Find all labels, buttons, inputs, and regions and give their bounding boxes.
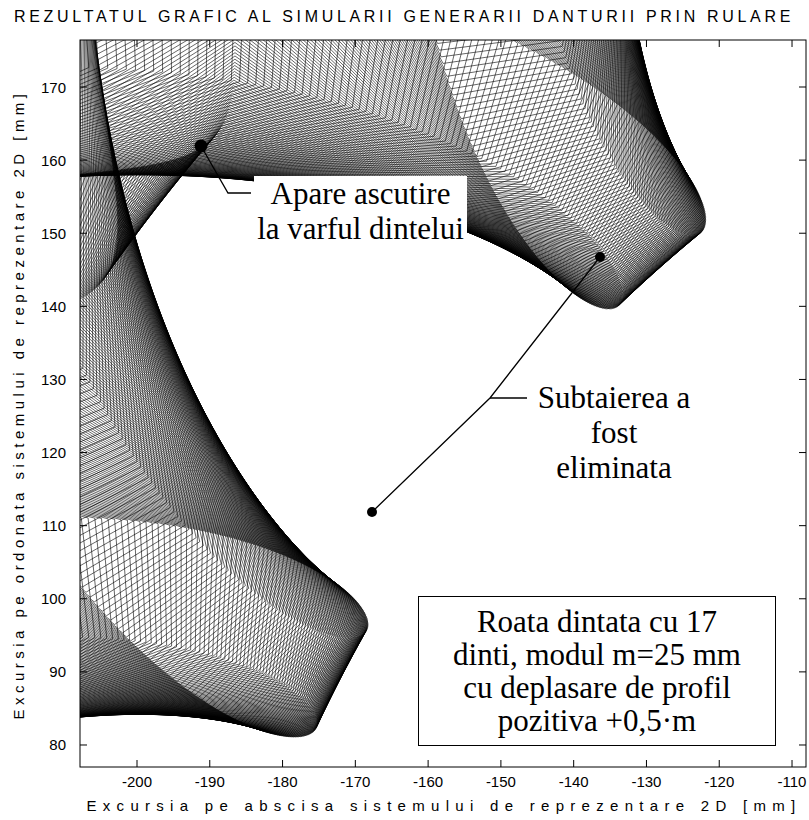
tick-mark bbox=[355, 40, 356, 47]
axis-ticks bbox=[80, 40, 806, 767]
tick-label: 150 bbox=[41, 225, 66, 242]
tick-mark bbox=[282, 760, 283, 767]
note-box: Roata dintata cu 17 dinti, modul m=25 mm… bbox=[418, 596, 776, 746]
tick-mark bbox=[80, 598, 87, 599]
tick-mark bbox=[355, 760, 356, 767]
tick-label: 120 bbox=[41, 444, 66, 461]
tick-mark bbox=[799, 525, 806, 526]
tick-mark bbox=[719, 40, 720, 47]
tick-label: 160 bbox=[41, 152, 66, 169]
leader-line bbox=[490, 397, 527, 398]
tick-mark bbox=[80, 671, 87, 672]
tick-mark bbox=[646, 40, 647, 47]
tick-label: -130 bbox=[631, 773, 661, 790]
tick-label: -160 bbox=[413, 773, 443, 790]
tick-mark bbox=[799, 452, 806, 453]
tick-mark bbox=[799, 160, 806, 161]
tick-mark bbox=[80, 160, 87, 161]
tick-mark bbox=[646, 760, 647, 767]
axis-title: Excursia pe abscisa sistemului de reprez… bbox=[87, 797, 802, 814]
tick-label: 110 bbox=[42, 517, 66, 534]
tick-mark bbox=[428, 760, 429, 767]
tick-mark bbox=[500, 40, 501, 47]
tick-mark bbox=[799, 379, 806, 380]
tick-mark bbox=[428, 40, 429, 47]
tick-mark bbox=[80, 233, 87, 234]
note-text: Roata dintata cu 17 dinti, modul m=25 mm… bbox=[441, 605, 753, 737]
tick-mark bbox=[573, 760, 574, 767]
tick-label: -150 bbox=[486, 773, 516, 790]
tick-label: 170 bbox=[41, 79, 66, 96]
axes-frame bbox=[80, 40, 806, 767]
tick-mark bbox=[799, 671, 806, 672]
tick-mark bbox=[80, 744, 87, 745]
rack-positions bbox=[80, 40, 806, 767]
tick-label: -120 bbox=[704, 773, 734, 790]
tick-label: -200 bbox=[122, 773, 152, 790]
tick-label: -170 bbox=[340, 773, 370, 790]
callout-dot bbox=[595, 252, 605, 262]
tick-mark bbox=[719, 760, 720, 767]
tick-label: 130 bbox=[41, 371, 66, 388]
tick-mark bbox=[282, 40, 283, 47]
tick-mark bbox=[573, 40, 574, 47]
tick-label: -140 bbox=[559, 773, 589, 790]
leader-line bbox=[201, 146, 251, 193]
tick-label: -110 bbox=[778, 773, 807, 790]
tick-mark bbox=[80, 87, 87, 88]
tick-label: -190 bbox=[195, 773, 225, 790]
tick-mark bbox=[80, 379, 87, 380]
callout-dot bbox=[367, 507, 377, 517]
tick-mark bbox=[792, 760, 793, 767]
callout-dot bbox=[195, 140, 208, 153]
tick-mark bbox=[799, 306, 806, 307]
tick-mark bbox=[209, 760, 210, 767]
tick-label: 100 bbox=[41, 590, 66, 607]
tick-mark bbox=[799, 233, 806, 234]
tick-mark bbox=[799, 744, 806, 745]
tick-mark bbox=[799, 87, 806, 88]
tick-mark bbox=[137, 760, 138, 767]
callout-text: Apare ascutire la varful dintelui bbox=[254, 176, 467, 246]
callout-text: Subtaierea a fost eliminata bbox=[531, 380, 697, 485]
tick-mark bbox=[137, 40, 138, 47]
tick-mark bbox=[799, 598, 806, 599]
tick-label: 140 bbox=[41, 298, 66, 315]
tick-label: 90 bbox=[49, 663, 66, 680]
gear-generation-mesh bbox=[80, 40, 806, 767]
tick-mark bbox=[209, 40, 210, 47]
tick-mark bbox=[500, 760, 501, 767]
tick-label: 80 bbox=[49, 736, 66, 753]
tick-mark bbox=[80, 306, 87, 307]
chart-title: REZULTATUL GRAFIC AL SIMULARII GENERARII… bbox=[14, 8, 794, 26]
tick-mark bbox=[792, 40, 793, 47]
tick-label: -180 bbox=[268, 773, 298, 790]
tick-mark bbox=[80, 525, 87, 526]
axis-title: Excursia pe ordonata sistemului de repre… bbox=[10, 89, 27, 719]
tick-mark bbox=[80, 452, 87, 453]
